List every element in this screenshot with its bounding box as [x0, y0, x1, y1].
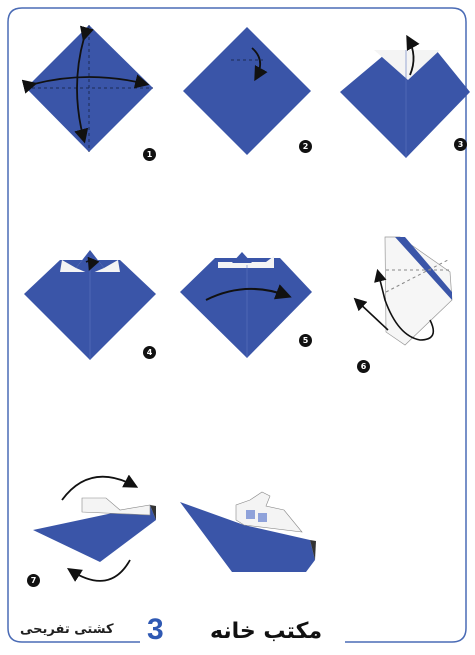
step-number-6: 6 — [357, 360, 370, 373]
step-6-diagram — [356, 237, 452, 345]
step-1-diagram — [26, 25, 153, 152]
step-number-5: 5 — [299, 334, 312, 347]
step-4-diagram — [24, 250, 156, 360]
footer-number: 3 — [147, 613, 164, 647]
step-number-4: 4 — [143, 346, 156, 359]
step-5-diagram — [180, 252, 312, 358]
step-2-diagram — [183, 27, 311, 155]
step-7-diagram — [33, 477, 156, 581]
step-number-2: 2 — [299, 140, 312, 153]
step-number-7: 7 — [27, 574, 40, 587]
step-number-3: 3 — [454, 138, 467, 151]
final-boat-diagram — [180, 492, 316, 572]
step-number-1: 1 — [143, 148, 156, 161]
step-3-diagram — [340, 38, 470, 158]
footer-title: کشتی تفریحی — [20, 622, 114, 637]
footer-brand: مکتب خانه — [210, 619, 322, 644]
